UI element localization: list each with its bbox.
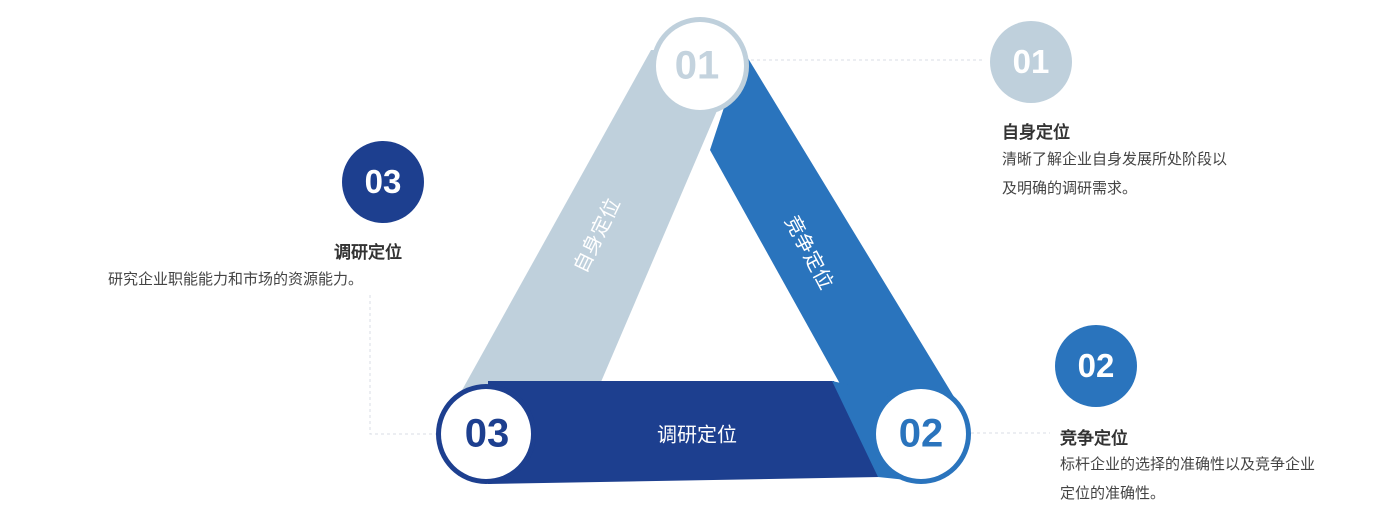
badge-03: 03 [342, 141, 424, 223]
node-left-circle [441, 389, 531, 479]
item-01-title: 自身定位 [1002, 123, 1070, 143]
item-03-line-1: 研究企业职能能力和市场的资源能力。 [108, 270, 364, 288]
item-02-line-1: 标杆企业的选择的准确性以及竞争企业 [1060, 455, 1316, 473]
node-top-number: 01 [675, 44, 720, 88]
band-bottom [488, 381, 880, 484]
band-bottom-label: 调研定位 [657, 423, 737, 447]
node-right-circle [876, 389, 966, 479]
badge-02: 02 [1055, 325, 1137, 407]
node-left-number: 03 [465, 412, 510, 456]
item-01-line-1: 清晰了解企业自身发展所处阶段以 [1002, 150, 1228, 168]
badge-01: 01 [990, 21, 1072, 103]
item-03-description: 研究企业职能能力和市场的资源能力。 [108, 265, 363, 294]
node-top-circle [656, 22, 744, 110]
item-02-description: 标杆企业的选择的准确性以及竞争企业 定位的准确性。 [1060, 450, 1315, 508]
band-left [441, 50, 743, 438]
item-01-description: 清晰了解企业自身发展所处阶段以 及明确的调研需求。 [1002, 145, 1227, 203]
item-02-title: 竞争定位 [1060, 429, 1128, 449]
item-02-line-2: 定位的准确性。 [1060, 484, 1166, 502]
band-right [710, 50, 962, 418]
item-03-title: 调研定位 [334, 243, 402, 263]
connector-line-03 [369, 295, 440, 435]
item-01-line-2: 及明确的调研需求。 [1002, 179, 1138, 197]
node-right-number: 02 [899, 412, 944, 456]
